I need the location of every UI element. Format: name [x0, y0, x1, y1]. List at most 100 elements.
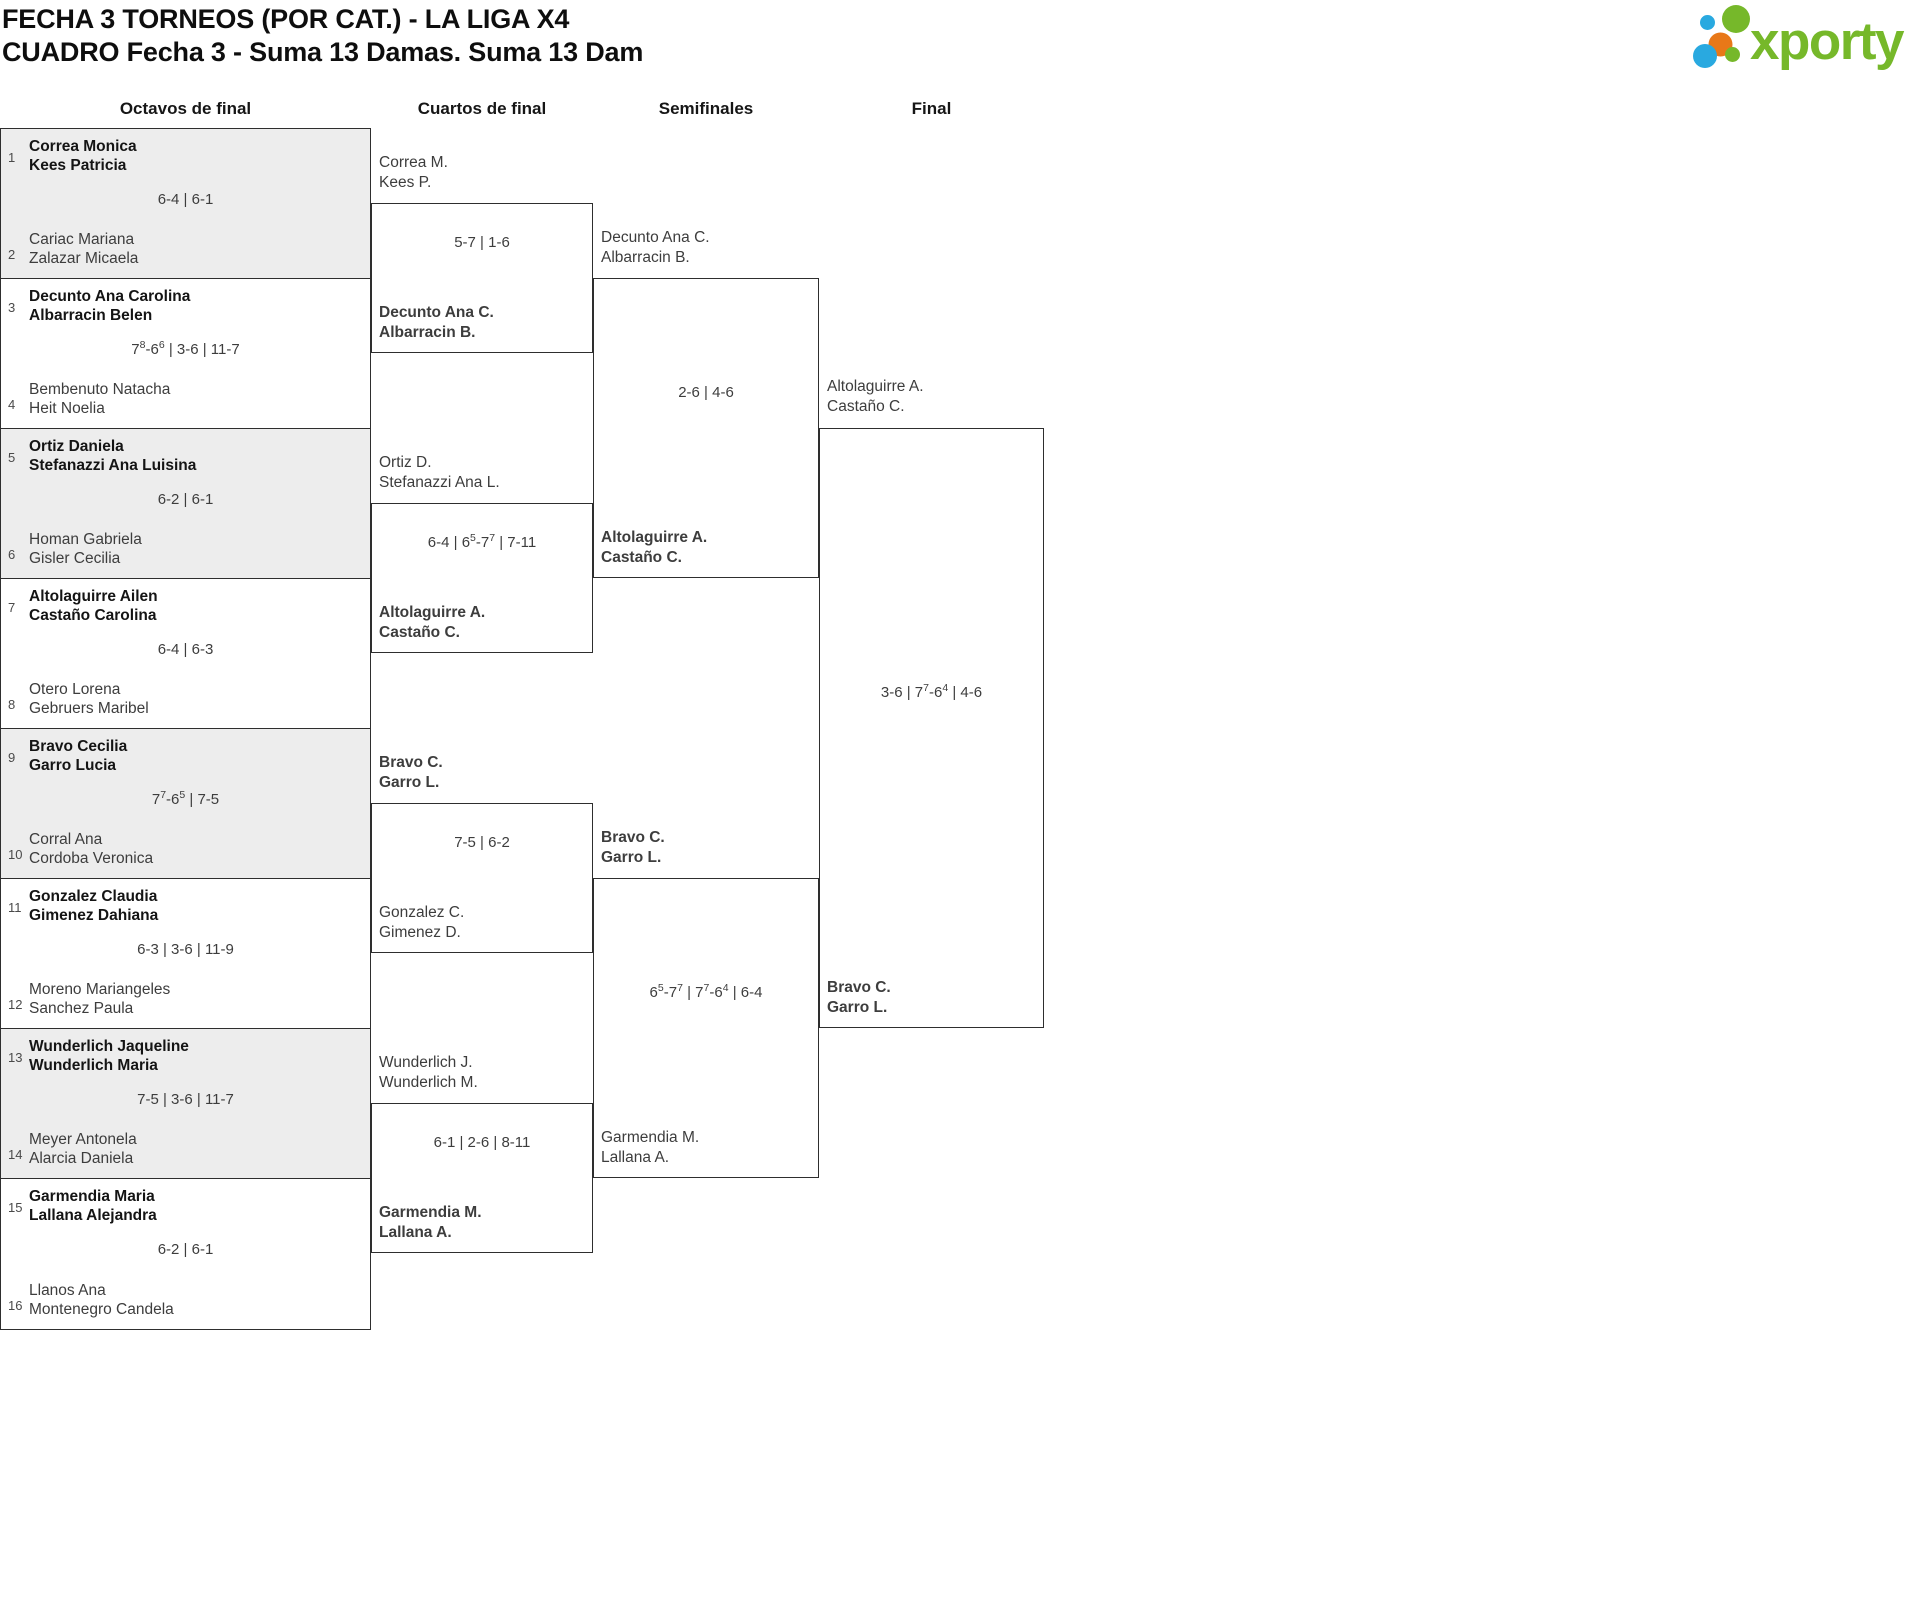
logo-dot-small-blue [1700, 15, 1715, 30]
qf1-team-top: Correa M. Kees P. [379, 153, 594, 193]
team-pair: Wunderlich Jaqueline Wunderlich Maria [29, 1037, 189, 1075]
round-header-final: Final [911, 99, 952, 118]
sf2-team-bottom: Garmendia M. Lallana A. [601, 1128, 816, 1168]
player-name: Stefanazzi Ana Luisina [29, 457, 197, 474]
seed-number: 13 [8, 1050, 23, 1065]
player-name: Meyer Antonela [29, 1131, 137, 1148]
seed-number: 7 [8, 600, 16, 615]
match-r16-7: 13 Wunderlich Jaqueline Wunderlich Maria… [1, 1029, 370, 1179]
team-pair: Bembenuto Natacha Heit Noelia [29, 380, 170, 418]
player-name: Garro L. [601, 849, 662, 866]
sf1-team-top: Decunto Ana C. Albarracin B. [601, 228, 816, 268]
player-name: Lallana A. [379, 1224, 452, 1241]
player-name: Bravo C. [601, 829, 665, 846]
match-score: 6-4 | 6-3 [157, 641, 214, 658]
qf1-score: 5-7 | 1-6 [454, 234, 510, 251]
team-pair: Llanos Ana Montenegro Candela [29, 1281, 174, 1319]
player-name: Albarracin B. [379, 324, 476, 341]
player-name: Cariac Mariana [29, 231, 135, 248]
player-name: Ortiz Daniela [29, 438, 124, 455]
player-name: Garmendia M. [379, 1204, 482, 1221]
player-name: Moreno Mariangeles [29, 981, 171, 998]
player-name: Albarracin B. [601, 249, 690, 266]
player-name: Gebruers Maribel [29, 700, 149, 717]
player-name: Corral Ana [29, 831, 103, 848]
qf4-score: 6-1 | 2-6 | 8-11 [433, 1134, 531, 1151]
player-name: Lallana A. [601, 1149, 670, 1166]
seed-number: 4 [8, 397, 16, 412]
seed-number: 16 [8, 1298, 23, 1313]
round-header-semifinales: Semifinales [658, 99, 754, 118]
qf1-team-bottom: Decunto Ana C. Albarracin B. [379, 303, 594, 343]
team-pair: Decunto Ana Carolina Albarracin Belen [29, 287, 190, 325]
match-r16-8: 15 Garmendia Maria Lallana Alejandra 6-2… [1, 1179, 370, 1329]
player-name: Altolaguirre Ailen [29, 588, 158, 605]
seed-number: 14 [8, 1147, 23, 1162]
match-score: 6-2 | 6-1 [157, 1241, 214, 1258]
match-box-final [819, 428, 1044, 1028]
match-box-sf1 [593, 278, 819, 578]
logo-wordmark: xporty [1750, 12, 1905, 71]
player-name: Alarcia Daniela [29, 1150, 134, 1167]
match-box-sf2 [593, 878, 819, 1178]
player-name: Altolaguirre A. [827, 378, 924, 395]
sf1-team-bottom: Altolaguirre A. Castaño C. [601, 528, 816, 568]
player-name: Bravo C. [827, 979, 891, 996]
player-name: Decunto Ana C. [379, 304, 494, 321]
match-score: 6-2 | 6-1 [157, 491, 214, 508]
player-name: Gimenez Dahiana [29, 907, 159, 924]
team-pair: Homan Gabriela Gisler Cecilia [29, 530, 142, 568]
team-pair: Corral Ana Cordoba Veronica [29, 830, 153, 868]
page-subtitle: CUADRO Fecha 3 - Suma 13 Damas. Suma 13 … [2, 37, 644, 67]
match-r16-3: 5 Ortiz Daniela Stefanazzi Ana Luisina 6… [1, 429, 370, 579]
player-name: Albarracin Belen [29, 307, 153, 324]
match-score: 6-4 | 6-1 [157, 191, 214, 208]
team-pair: Bravo Cecilia Garro Lucia [29, 737, 127, 775]
player-name: Bembenuto Natacha [29, 381, 171, 398]
player-name: Heit Noelia [29, 400, 105, 417]
team-pair: Altolaguirre Ailen Castaño Carolina [29, 587, 158, 625]
team-pair: Ortiz Daniela Stefanazzi Ana Luisina [29, 437, 196, 475]
player-name: Wunderlich J. [379, 1054, 473, 1071]
qf3-team-top: Bravo C. Garro L. [379, 753, 594, 793]
logo-dot-large-green [1722, 5, 1750, 33]
match-score: 6-3 | 3-6 | 11-9 [137, 941, 234, 958]
player-name: Kees Patricia [29, 157, 127, 174]
team-pair: Correa Monica Kees Patricia [29, 137, 137, 175]
seed-number: 1 [8, 150, 16, 165]
seed-number: 2 [8, 247, 16, 262]
team-pair: Gonzalez Claudia Gimenez Dahiana [29, 887, 158, 925]
player-name: Decunto Ana Carolina [29, 288, 191, 305]
team-pair: Moreno Mariangeles Sanchez Paula [29, 980, 170, 1018]
player-name: Gisler Cecilia [29, 550, 121, 567]
xporty-logo: xporty [1693, 5, 1907, 71]
match-score: 77-65 | 7-5 [151, 789, 220, 808]
match-r16-1: 1 Correa Monica Kees Patricia 6-4 | 6-1 … [1, 129, 370, 279]
match-score: 78-66 | 3-6 | 11-7 [131, 339, 240, 358]
match-r16-2: 3 Decunto Ana Carolina Albarracin Belen … [1, 279, 370, 429]
qf4-team-bottom: Garmendia M. Lallana A. [379, 1203, 594, 1243]
player-name: Wunderlich Maria [29, 1057, 158, 1074]
round-header-cuartos: Cuartos de final [417, 99, 547, 118]
player-name: Cordoba Veronica [29, 850, 154, 867]
sf2-score: 65-77 | 77-64 | 6-4 [649, 982, 763, 1001]
round-header-octavos: Octavos de final [119, 99, 252, 118]
round16-column: 1 Correa Monica Kees Patricia 6-4 | 6-1 … [0, 128, 371, 1330]
seed-number: 6 [8, 547, 16, 562]
player-name: Correa M. [379, 154, 448, 171]
player-name: Altolaguirre A. [379, 604, 486, 621]
player-name: Homan Gabriela [29, 531, 142, 548]
match-box-qf1 [371, 203, 593, 353]
player-name: Wunderlich M. [379, 1074, 478, 1091]
player-name: Otero Lorena [29, 681, 121, 698]
player-name: Garmendia M. [601, 1129, 700, 1146]
seed-number: 5 [8, 450, 16, 465]
team-pair: Meyer Antonela Alarcia Daniela [29, 1130, 137, 1168]
team-pair: Otero Lorena Gebruers Maribel [29, 680, 149, 718]
team-pair: Cariac Mariana Zalazar Micaela [29, 230, 138, 268]
qf2-team-top: Ortiz D. Stefanazzi Ana L. [379, 453, 594, 493]
qf4-team-top: Wunderlich J. Wunderlich M. [379, 1053, 594, 1093]
player-name: Gonzalez C. [379, 904, 465, 921]
match-score: 7-5 | 3-6 | 11-7 [137, 1091, 234, 1108]
